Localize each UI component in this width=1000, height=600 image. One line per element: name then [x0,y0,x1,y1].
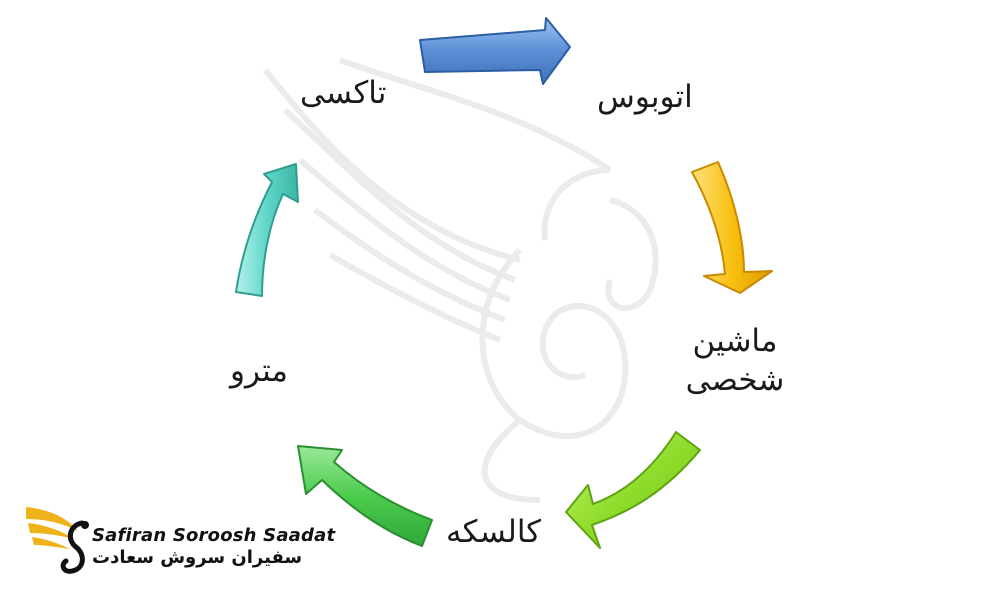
winged-s-swan-watermark [262,57,659,503]
node-label-carriage: کالسکه [446,514,542,550]
node-label-private-car-line-1: ماشین [692,323,778,359]
node-label-metro: مترو [230,353,289,389]
arrow-metro-to-taxi [235,163,299,297]
node-label-taxi: تاکسی [300,75,387,111]
logo-text-en: Safiran Soroosh Saadat [92,525,336,546]
company-logo: Safiran Soroosh Saadat سفیران سروش سعادت [22,495,335,585]
arrow-car-to-carriage [565,431,701,549]
arrow-bus-to-car [691,161,773,294]
arrow-taxi-to-bus [419,17,571,85]
arrow-carriage-to-metro [297,445,433,547]
node-label-bus: اتوبوس [597,79,693,115]
node-label-private-car-line-2: شخصی [685,361,785,398]
node-label-private-car: ماشین شخصی [680,322,790,400]
winged-s-logo-icon [26,507,89,574]
logo-text-fa: سفیران سروش سعادت [92,547,303,568]
